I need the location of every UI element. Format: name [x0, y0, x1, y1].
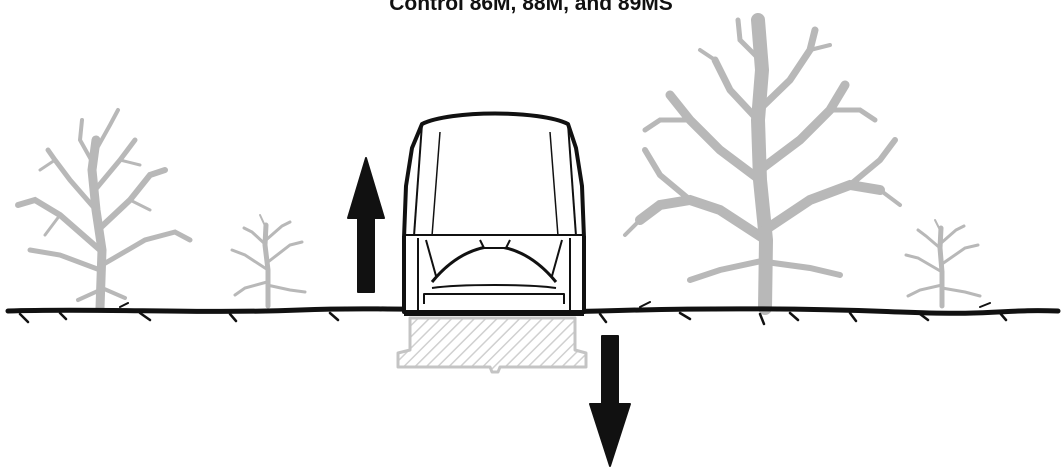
tree-icon [230, 214, 307, 309]
tree-icon [904, 219, 982, 309]
tree-icon [623, 13, 902, 315]
diagram-title: Control 86M, 88M, and 89MS [389, 0, 673, 15]
tree-icon [15, 108, 193, 313]
arrow-up-icon [347, 157, 385, 293]
buried-speaker-base [396, 316, 588, 374]
landscape-speaker-icon [402, 111, 586, 316]
arrow-down-icon [589, 335, 631, 467]
